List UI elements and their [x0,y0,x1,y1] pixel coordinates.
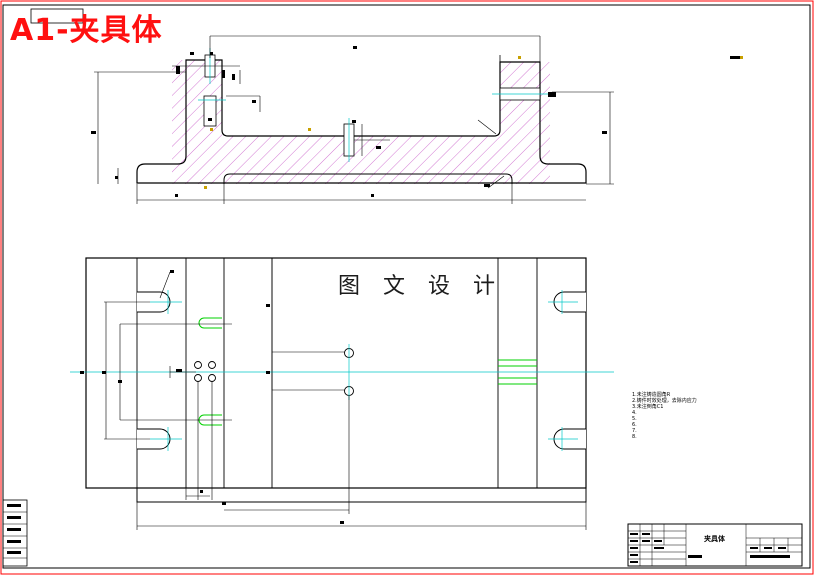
top-left-label-box [30,8,84,24]
technical-notes: 1.未注铸造圆角R 2.铸件时效处理，去除内应力 3.未注倒角C1 4. 5. … [632,392,732,440]
technical-note: 2.铸件时效处理，去除内应力 [632,398,697,404]
technical-note: 8. [632,434,637,440]
technical-note: 6. [632,422,637,428]
section-hole-lower-left [203,95,217,127]
plan-view [70,257,614,530]
section-dimension-marks [91,46,740,197]
plan-base-flange [136,487,587,503]
plan-dimension-marks [80,270,344,524]
sheet-inner-frame [2,4,811,569]
plan-dowel-holes [194,348,354,396]
technical-note: 5. [632,416,637,422]
technical-note: 4. [632,410,637,416]
revision-box [2,499,28,567]
sheet-title-label: A1-夹具体 [10,13,163,48]
plan-centerlines [70,290,614,451]
section-view [91,35,743,204]
technical-note: 7. [632,428,637,434]
section-annotation-dots [204,56,743,189]
technical-note: 3.未注倒角C1 [632,404,664,410]
section-hatch-area [172,60,550,184]
title-block-part-name: 夹具体 [704,535,725,543]
technical-note: 1.未注铸造圆角R [632,392,671,398]
plan-tapped-holes [198,317,537,426]
section-bottom-relief [223,173,513,184]
plan-dimensions [85,258,587,530]
watermark-text: 图 文 设 计 [338,274,503,299]
title-block [627,523,803,567]
section-outline [136,59,587,184]
